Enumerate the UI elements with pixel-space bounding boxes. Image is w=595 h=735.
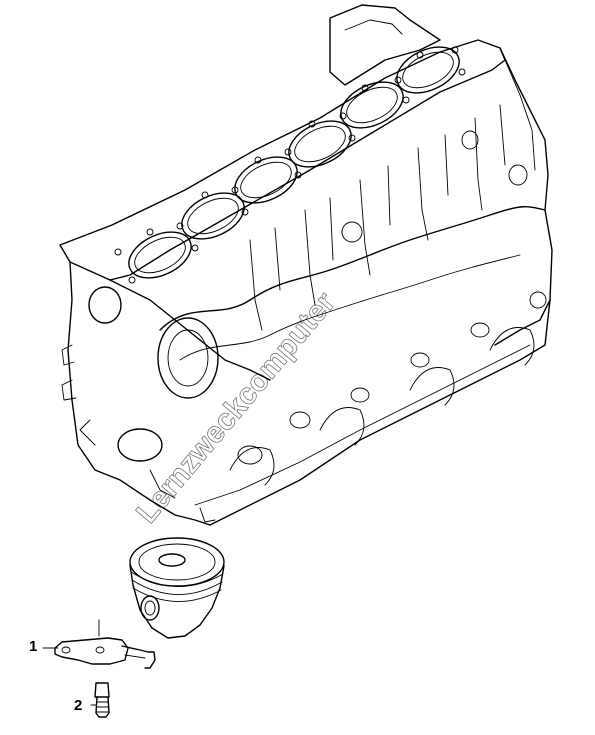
watermark: Lernzweckcomputer xyxy=(130,285,343,530)
engine-block-drawing xyxy=(59,4,553,526)
callout-1-label: 1 xyxy=(29,638,38,655)
piston-drawing xyxy=(129,537,225,639)
head-bolt-holes xyxy=(114,46,466,284)
block-ribs xyxy=(249,104,506,331)
bolt-drawing xyxy=(90,682,110,718)
cylinder-bores xyxy=(128,46,460,279)
bracket-drawing xyxy=(42,619,156,669)
watermark-text: Lernzweckcomputer xyxy=(130,286,342,530)
callout-2-label: 2 xyxy=(74,697,83,714)
